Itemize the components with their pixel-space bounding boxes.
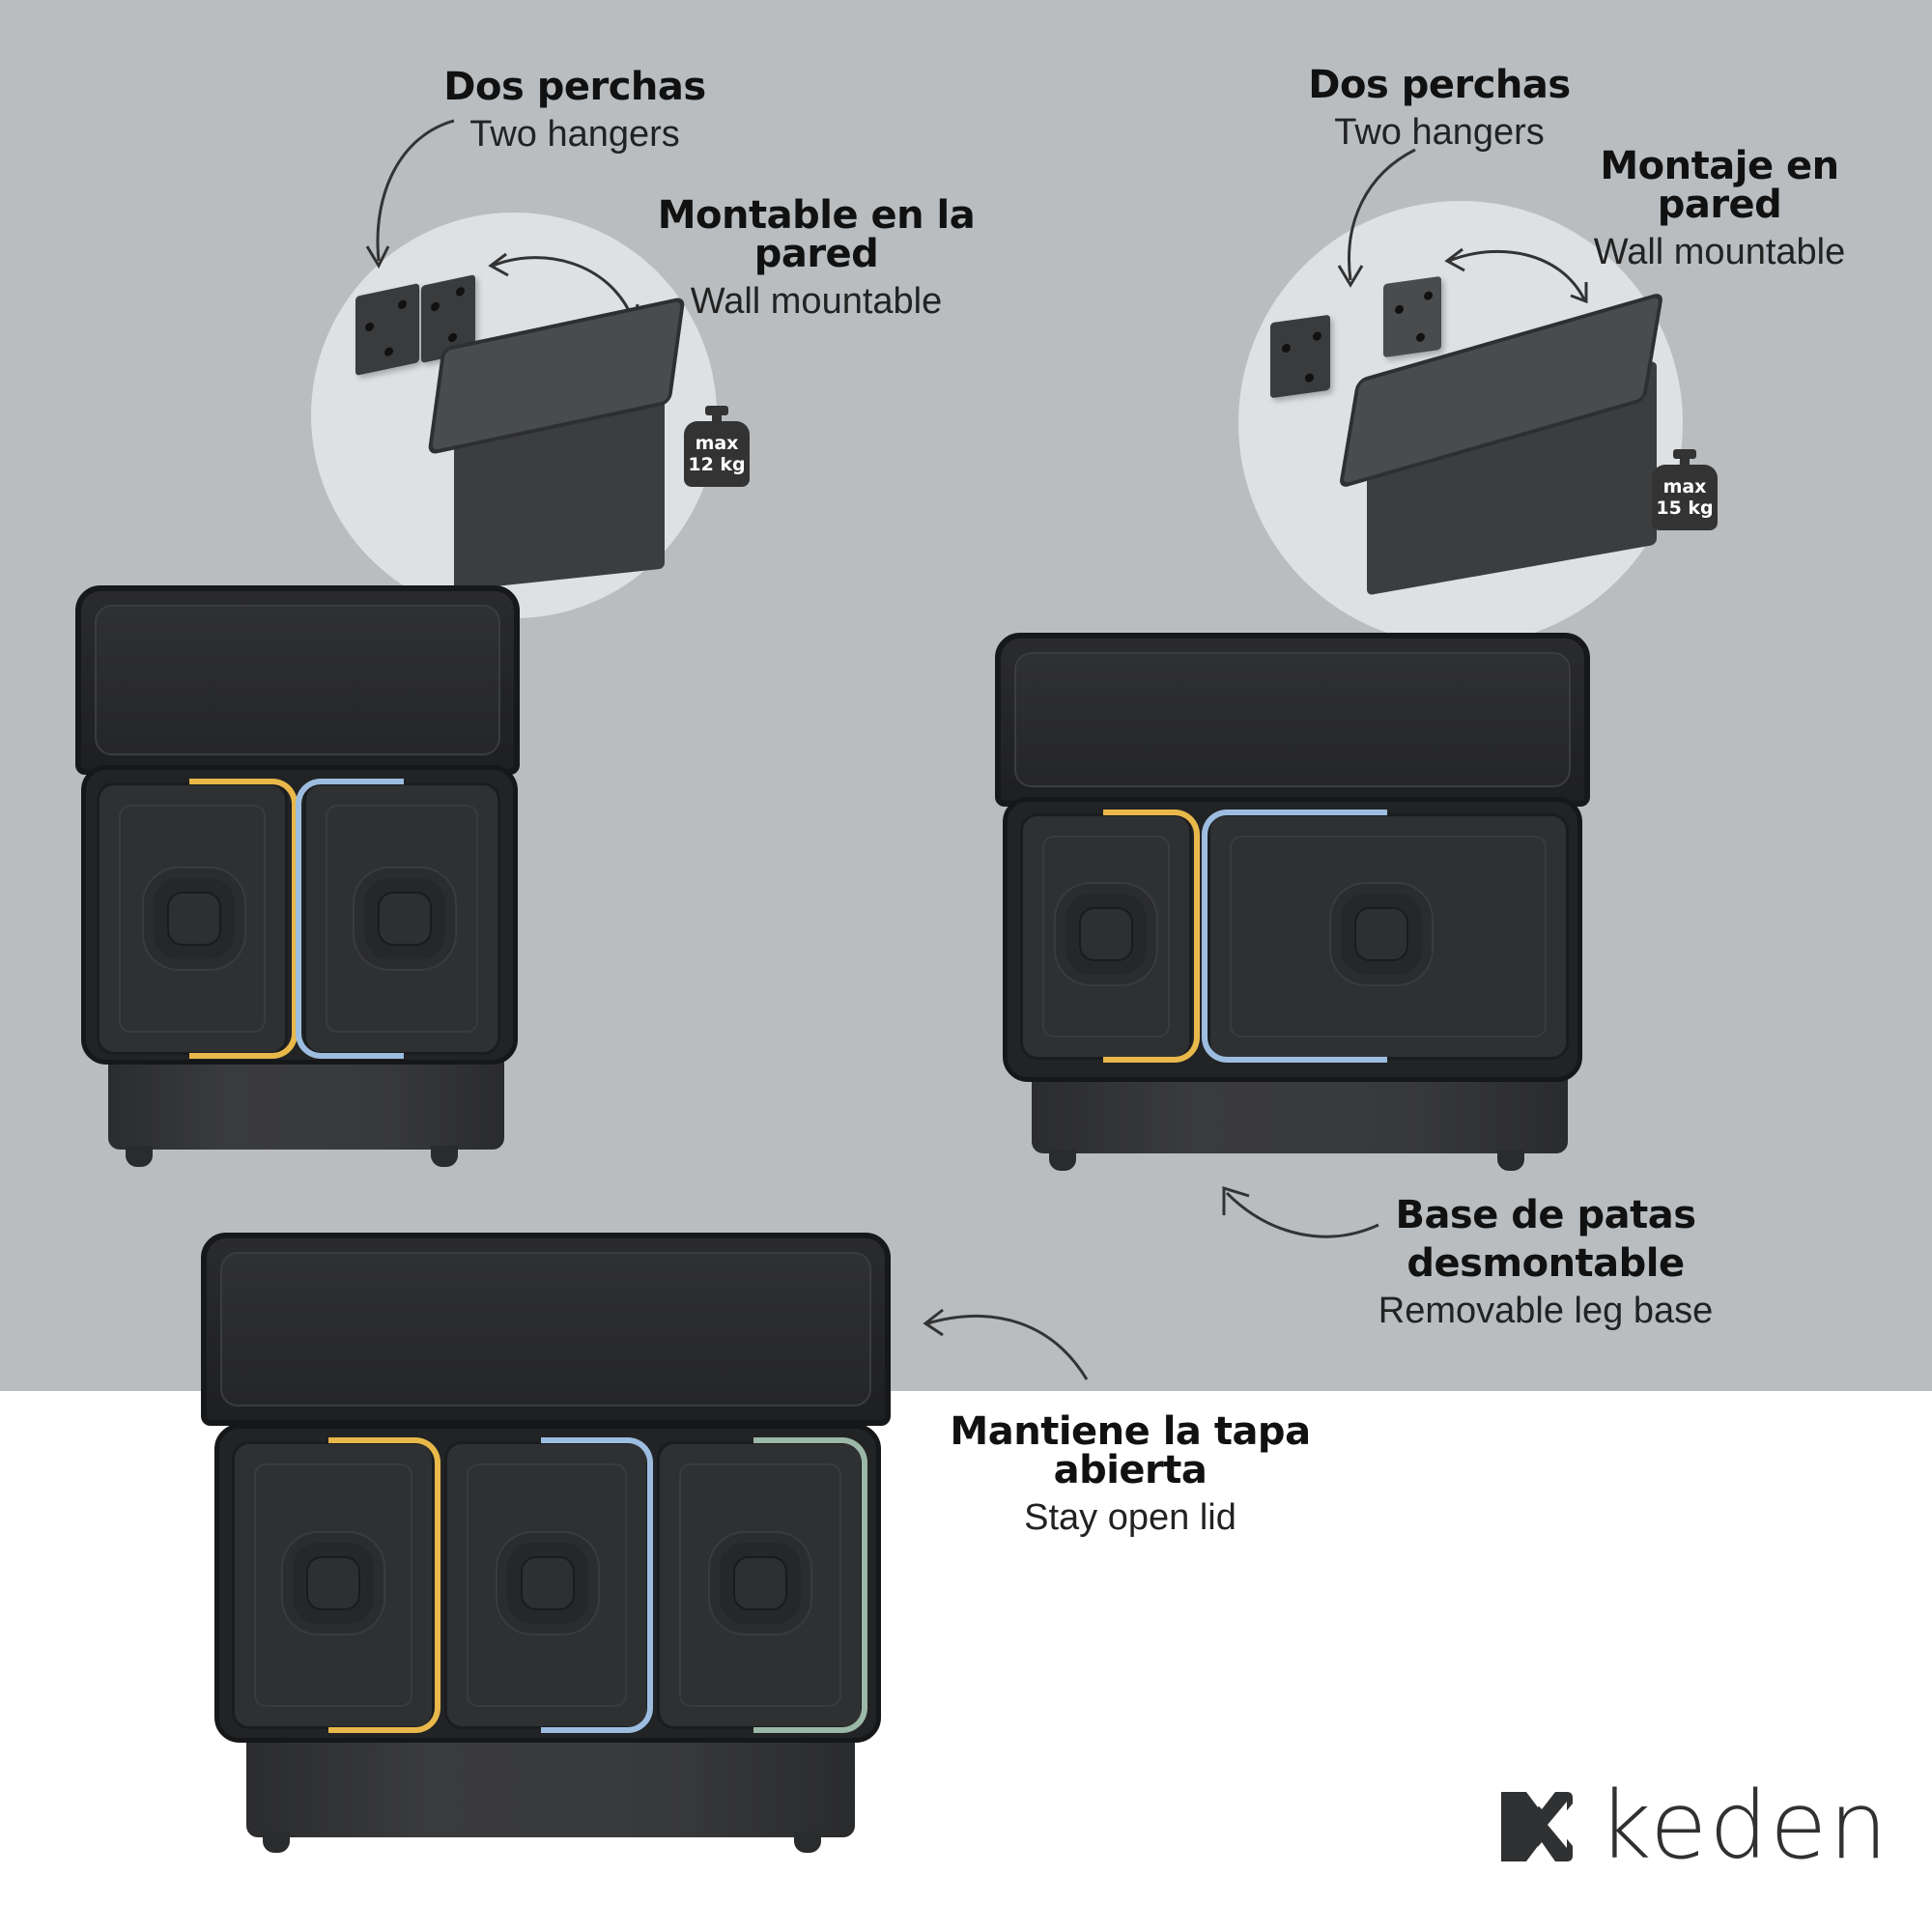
bin-lid-open: [201, 1233, 891, 1426]
bin-foot: [1497, 1150, 1524, 1171]
callout-en: Two hangers: [1334, 112, 1545, 153]
bin-foot: [126, 1146, 153, 1167]
keden-k-icon: [1501, 1792, 1573, 1861]
keden-logo: keden: [1497, 1779, 1889, 1872]
handle-yellow: [328, 1437, 440, 1733]
weight-value: 12 kg: [688, 454, 746, 475]
callout-es: Dos perchas: [1308, 63, 1571, 107]
bin-foot: [1049, 1150, 1076, 1171]
bin-lid-open: [75, 585, 520, 775]
callout-stay-open-lid: Mantiene la tapa abierta Stay open lid: [889, 1412, 1372, 1536]
arrow-icon-lid: [923, 1308, 1089, 1380]
callout-es: Montaje en pared: [1600, 144, 1839, 227]
handle-blue: [1202, 810, 1387, 1063]
callout-removable-leg-base: Base de patas desmontable Removable leg …: [1343, 1196, 1748, 1329]
bin-foot: [263, 1832, 290, 1853]
callout-en: Stay open lid: [1024, 1497, 1236, 1538]
arrow-icon-hangers-left: [365, 119, 455, 270]
wall-hanger-left-1: [355, 282, 419, 377]
compartment-green: [657, 1441, 864, 1729]
callout-es-line1: Base de patas: [1395, 1193, 1696, 1237]
callout-en: Wall mountable: [1593, 232, 1846, 272]
handle-yellow: [1103, 810, 1200, 1063]
brand-name: keden: [1598, 1772, 1890, 1880]
arrow-icon-hangers-right: [1337, 148, 1416, 288]
handle-yellow: [189, 779, 298, 1059]
callout-en: Wall mountable: [690, 281, 943, 322]
callout-wall-mountable-right: Montaje en pared Wall mountable: [1546, 147, 1893, 270]
weight-max-label: max: [695, 433, 739, 454]
compartment-blue: [1208, 813, 1569, 1060]
handle-green: [753, 1437, 867, 1733]
callout-es-line2: desmontable: [1406, 1241, 1685, 1286]
weight-max-label: max: [1662, 476, 1707, 497]
compartment-blue: [444, 1441, 649, 1729]
arrow-icon-legs: [1222, 1185, 1379, 1238]
wall-hanger-right-1: [1270, 314, 1330, 399]
wall-hanger-right-2: [1383, 275, 1441, 358]
callout-two-hangers-left: Dos perchas Two hangers: [425, 68, 724, 153]
compartment-yellow: [97, 782, 288, 1055]
handle-blue: [296, 779, 404, 1059]
compartment-yellow: [232, 1441, 435, 1729]
bin-lid-open: [995, 633, 1590, 807]
callout-wall-mountable-left: Montable en la pared Wall mountable: [599, 196, 1034, 320]
weight-value: 15 kg: [1656, 497, 1714, 519]
handle-blue: [541, 1437, 653, 1733]
callout-two-hangers-right: Dos perchas Two hangers: [1294, 66, 1584, 151]
callout-es: Mantiene la tapa abierta: [950, 1409, 1311, 1492]
arrow-icon-swap-right: [1444, 247, 1588, 304]
callout-es: Montable en la pared: [657, 193, 976, 276]
compartment-blue: [303, 782, 500, 1055]
callout-es: Dos perchas: [443, 65, 706, 109]
callout-en: Removable leg base: [1378, 1291, 1714, 1331]
bin-foot: [431, 1146, 458, 1167]
callout-en: Two hangers: [469, 114, 680, 155]
bin-foot: [794, 1832, 821, 1853]
bin-body: [246, 1729, 855, 1837]
compartment-yellow: [1020, 813, 1192, 1060]
